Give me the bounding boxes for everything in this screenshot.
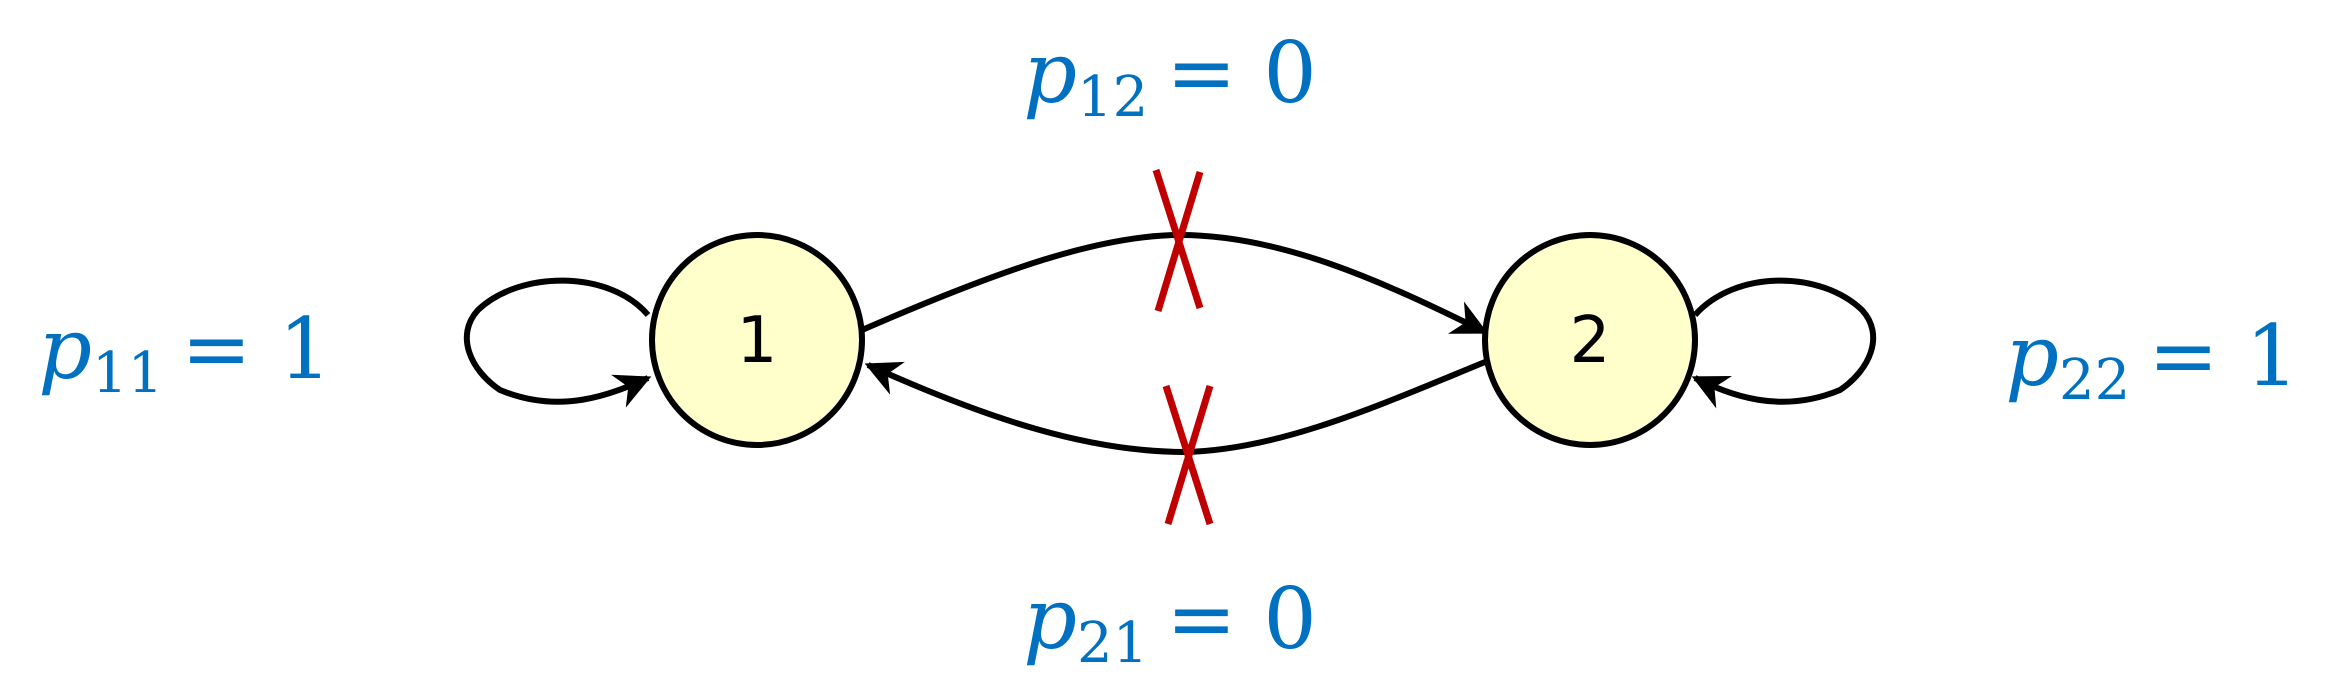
self-loop-2-edge bbox=[1691, 277, 1877, 409]
label-p12: p12= 0 bbox=[1023, 24, 1317, 130]
self-loop-1-edge bbox=[463, 277, 652, 408]
label-p22: p22= 1 bbox=[2005, 307, 2299, 413]
state-node-2-label: 2 bbox=[1570, 304, 1611, 378]
state-node-1: 1 bbox=[649, 232, 865, 448]
state-node-1-label: 1 bbox=[737, 304, 778, 378]
edge-2-to-1 bbox=[864, 359, 1487, 456]
blocked-cross-2-to-1 bbox=[1162, 384, 1214, 526]
state-node-2: 2 bbox=[1482, 232, 1698, 448]
label-p11: p11= 1 bbox=[38, 300, 332, 406]
label-p21: p21= 0 bbox=[1023, 570, 1317, 676]
blocked-cross-1-to-2 bbox=[1152, 168, 1204, 313]
